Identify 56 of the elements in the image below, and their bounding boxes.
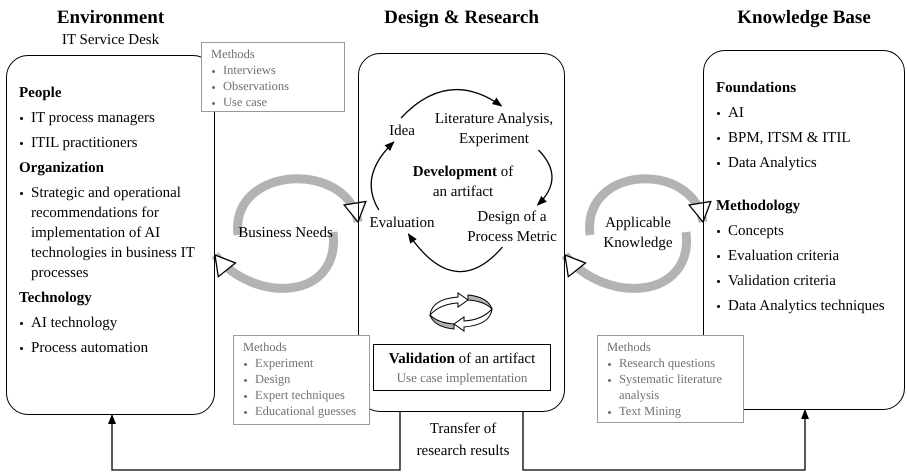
methods-box [233,335,370,425]
step-label: Development of an artifact [405,161,521,203]
group-heading: Methodology [716,197,802,216]
step-label: Evaluation [365,211,439,235]
list-item: Use case [211,94,335,110]
list-item: Validation criteria [716,271,886,291]
box-heading: Methods [243,339,288,355]
list-item: Systematic literature analysis [607,371,734,403]
box-heading: Validation of an artifact [388,350,536,368]
methods-box [597,335,744,423]
list-item: Observations [211,78,335,94]
list-item: AI technology [19,313,196,333]
arrow [536,150,553,206]
arrow [522,409,809,471]
section-title: Design & Research [384,6,539,30]
list-item: Data Analytics [716,153,886,173]
list-item: Experiment [243,355,360,371]
step-label: Design of a Process Metric [459,206,565,248]
validation-box [373,344,551,391]
list-item: Design [243,371,360,387]
box-heading: Methods [211,46,256,62]
group-heading: Foundations [716,79,798,98]
step-label: Idea [384,119,420,143]
list-item: Process automation [19,338,196,358]
list-item: Data Analytics techniques [716,296,886,316]
curved-arrow [562,232,691,293]
step-label: Literature Analysis, Experiment [423,107,565,151]
list-item: Educational guesses [243,403,360,419]
section-title: Environment [56,6,164,30]
list-item: ITIL practitioners [19,133,196,153]
list-item: Research questions [607,355,734,371]
methods-box [201,42,345,112]
list-item: BPM, ITSM & ITIL [716,128,886,148]
section-title: Knowledge Base [737,6,871,30]
arrow [108,412,401,471]
subtitle: IT Service Desk [62,31,160,50]
list-item: Interviews [211,62,335,78]
curved-arrow [212,232,338,293]
list-item: Evaluation criteria [716,246,886,266]
arrow [408,233,503,272]
step-label: Business Needs [238,200,333,266]
list-item: IT process managers [19,108,196,128]
list-item: AI [716,103,886,123]
arrow [370,141,394,210]
list-item: Text Mining [607,403,734,419]
box-heading: Methods [607,339,652,355]
note-text: Transfer of research results [416,420,510,461]
step-label: Applicable Knowledge [590,200,686,266]
group-heading: Organization [19,159,105,178]
box-subtitle: Use case implementation [396,368,528,386]
list-item: Expert techniques [243,387,360,403]
group-heading: People [19,84,62,103]
group-heading: Technology [19,289,93,308]
arrow [400,88,502,118]
list-item: Strategic and operational recommendations for implementation of AI technologies in business IT processes [19,183,196,283]
list-item: Concepts [716,221,886,241]
